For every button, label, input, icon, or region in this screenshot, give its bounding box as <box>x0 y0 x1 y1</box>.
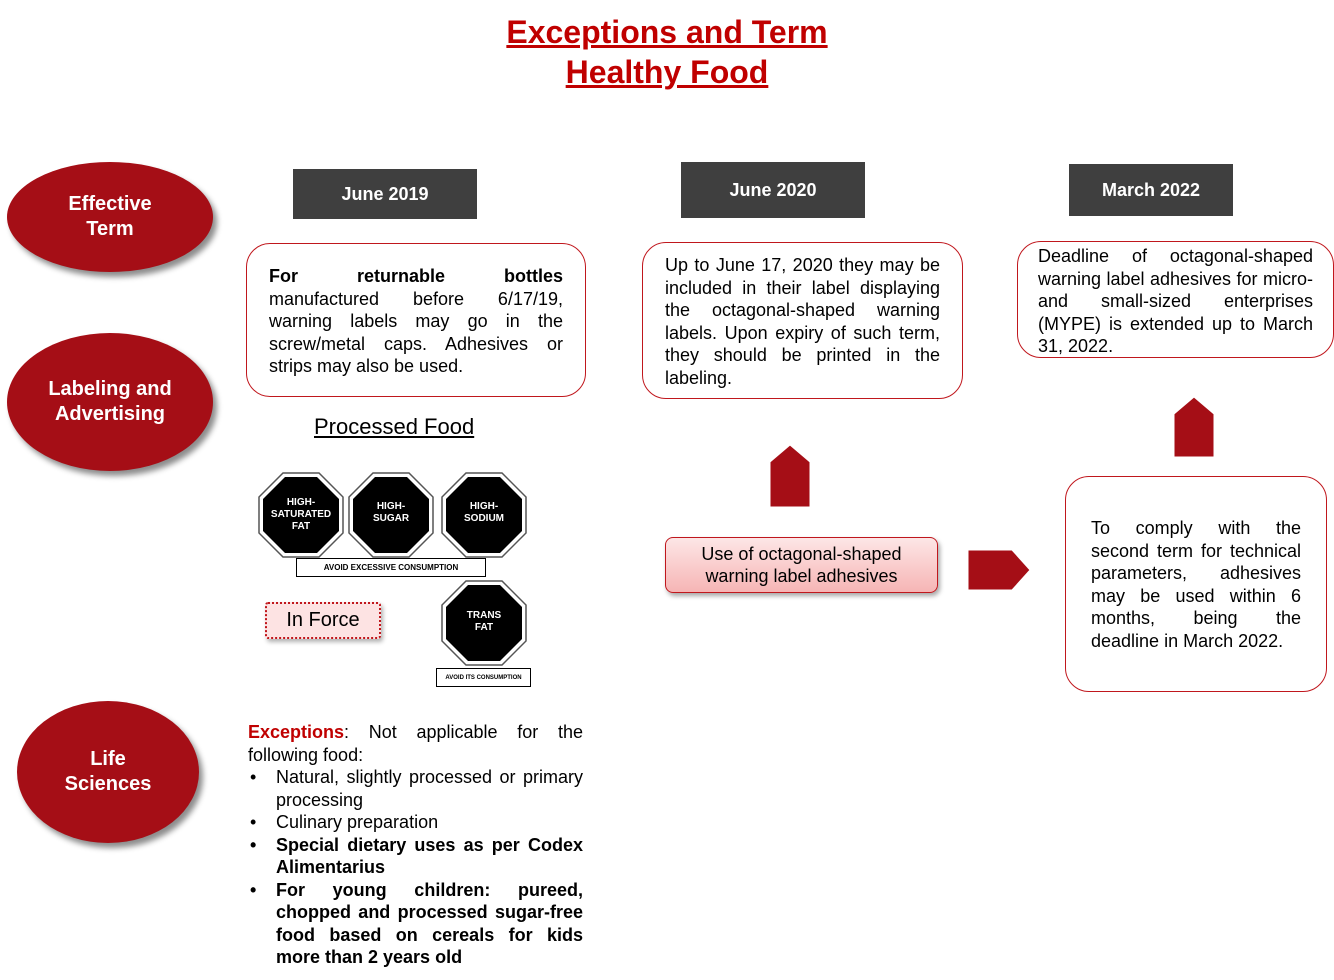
category-life-sciences: Life Sciences <box>17 701 199 843</box>
page-title-line2: Healthy Food <box>565 54 769 90</box>
date-june-2019: June 2019 <box>293 169 477 219</box>
second-term-text: To comply with the second term for techn… <box>1091 518 1301 651</box>
octagon-sugar <box>348 472 434 558</box>
list-item: Culinary preparation <box>248 811 583 834</box>
term-box-june-2020: Up to June 17, 2020 they may be included… <box>642 242 963 399</box>
adhesive-line2: warning label adhesives <box>705 566 898 586</box>
exceptions-list: Natural, slightly processed or primary p… <box>248 766 583 969</box>
exceptions-section: Exceptions: Not applicable for the follo… <box>248 721 583 969</box>
octagon-label-saturated-fat: HIGH- SATURATED FAT <box>258 497 344 533</box>
adhesive-line1: Use of octagonal-shaped <box>701 544 902 564</box>
category-labeling-advertising: Labeling and Advertising <box>7 333 213 471</box>
category-effective-term: Effective Term <box>7 162 213 272</box>
processed-food-title: Processed Food <box>314 414 475 439</box>
term-lead: For returnable bottles <box>269 266 563 286</box>
term-body: manufactured before 6/17/19, warning lab… <box>269 288 563 377</box>
arrow-right-second-term <box>968 550 1030 590</box>
octagon-label-sugar: HIGH- SUGAR <box>348 501 434 525</box>
arrow-up-march-2022 <box>1174 397 1214 457</box>
octagon-sodium <box>441 472 527 558</box>
page-title-line1: Exceptions and Term <box>506 14 828 50</box>
list-item: For young children: pureed, chopped and … <box>248 879 583 969</box>
octagon-saturated-fat <box>258 472 344 558</box>
octagon-text: TRANS <box>466 610 502 621</box>
octagon-text: HIGH- <box>286 497 316 508</box>
warning-bar-avoid-excessive: AVOID EXCESSIVE CONSUMPTION <box>296 558 486 577</box>
octagon-trans-fat <box>441 580 527 666</box>
octagon-text: HIGH- <box>469 501 499 512</box>
octagon-label-trans-fat: TRANS FAT <box>441 610 527 634</box>
term-text: Deadline of octagonal-shaped warning lab… <box>1038 246 1313 356</box>
list-item: Natural, slightly processed or primary p… <box>248 766 583 811</box>
octagon-text: SODIUM <box>464 513 504 524</box>
warning-bar-avoid-consumption: AVOID ITS CONSUMPTION <box>436 668 531 687</box>
term-text: Up to June 17, 2020 they may be included… <box>665 255 940 388</box>
category-label-line1: Effective <box>68 193 152 215</box>
category-label-line1: Life <box>90 748 126 770</box>
list-item: Special dietary uses as per Codex Alimen… <box>248 834 583 879</box>
exceptions-label: Exceptions <box>248 722 345 742</box>
category-label-line2: Advertising <box>54 403 166 425</box>
octagon-text: FAT <box>474 622 494 633</box>
octagon-text: FAT <box>291 521 311 532</box>
in-force-badge: In Force <box>265 602 381 639</box>
category-label-line1: Labeling and <box>48 378 172 400</box>
adhesive-use-box: Use of octagonal-shaped warning label ad… <box>665 537 938 593</box>
category-label-line2: Sciences <box>64 773 152 795</box>
octagon-text: SUGAR <box>372 513 410 524</box>
date-march-2022: March 2022 <box>1069 164 1233 216</box>
date-june-2020: June 2020 <box>681 162 865 218</box>
octagon-text: HIGH- <box>376 501 406 512</box>
second-term-box: To comply with the second term for techn… <box>1065 476 1327 692</box>
octagon-label-sodium: HIGH- SODIUM <box>441 501 527 525</box>
term-box-march-2022: Deadline of octagonal-shaped warning lab… <box>1017 241 1334 358</box>
arrow-up-june-2020 <box>770 445 810 507</box>
octagon-text: SATURATED <box>270 509 332 520</box>
category-label-line2: Term <box>86 218 134 240</box>
exceptions-intro-text: : Not applicable for the following food: <box>248 722 583 765</box>
exceptions-intro: Exceptions: Not applicable for the follo… <box>248 721 583 766</box>
